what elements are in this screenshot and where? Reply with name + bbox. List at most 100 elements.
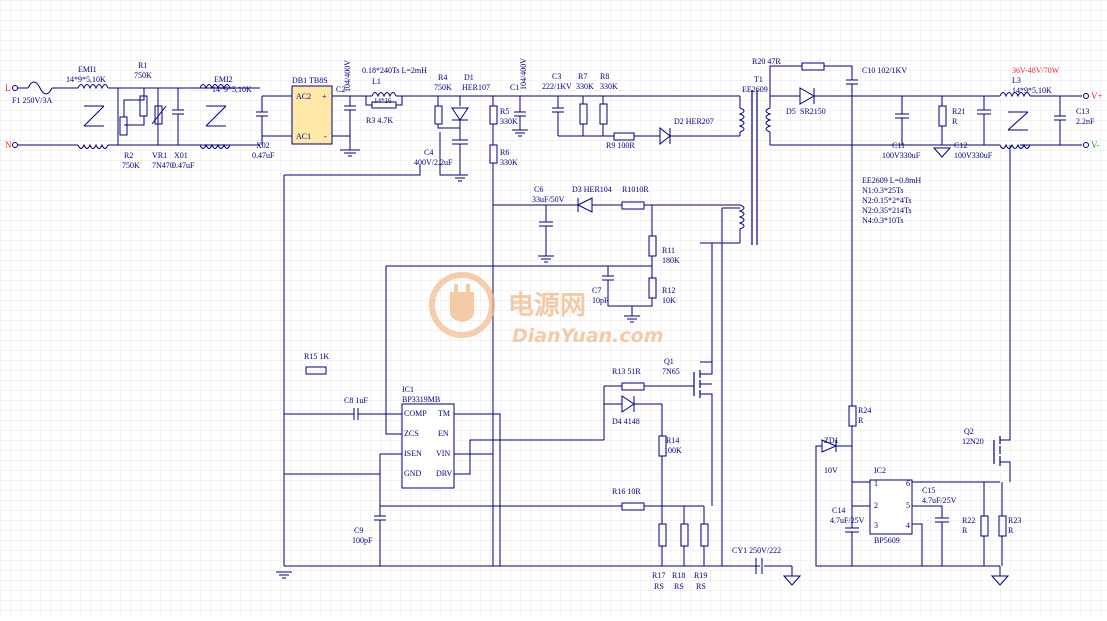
label-pin-drv: DRV (436, 469, 452, 478)
label-xfmr-n4: N4:0.3*10Ts (862, 216, 903, 225)
label-vr1: VR1 (152, 151, 167, 160)
label-r5-value: 330K (500, 117, 518, 126)
label-d4: D4 4148 (612, 417, 640, 426)
label-cy1: CY1 250V/222 (732, 546, 781, 555)
label-r24: R24 (858, 406, 871, 415)
label-vr1-value: 7N470 (152, 161, 174, 170)
label-pin-isen: ISEN (404, 449, 422, 458)
label-c4: C4 (424, 148, 433, 157)
terminal-vplus (1083, 93, 1089, 99)
label-pin-zcs: ZCS (404, 429, 419, 438)
label-xfmr-n3: N2:0.35*214Ts (862, 206, 911, 215)
label-r20: R20 47R (752, 57, 781, 66)
transformer-t1 (700, 62, 1000, 566)
ground (276, 571, 292, 579)
label-xfmr-spec: EE2609 L=0.8mH (862, 176, 921, 185)
label-c1: C1 (510, 83, 519, 92)
label-x01: X01 (174, 151, 188, 160)
label-c1-value: 104/400V (519, 58, 528, 90)
label-ic2: IC2 (874, 466, 886, 475)
varistor-vr1 (154, 105, 163, 125)
label-c13-value: 2.2nF (1076, 117, 1095, 126)
label-r6: R6 (500, 148, 509, 157)
capacitor-x01 (172, 88, 184, 145)
label-ic2-value: BP5609 (874, 536, 900, 545)
label-c13: C13 (1076, 107, 1089, 116)
capacitor-c1 (514, 96, 526, 130)
label-t1: T1 (754, 75, 763, 84)
ground (340, 149, 360, 157)
label-r22: R22 (962, 516, 975, 525)
label-r1: R1 (138, 61, 147, 70)
label-q2: Q2 (964, 427, 974, 436)
label-terminal-n: N (5, 140, 12, 150)
ground (452, 174, 468, 182)
capacitor-cy1 (755, 558, 763, 574)
label-xfmr-n1: N1:0.3*25Ts (862, 186, 903, 195)
label-c2: C2 (336, 85, 345, 94)
diode-d2 (659, 126, 671, 146)
diode-d5 (799, 87, 816, 105)
label-x02-value: 0.47uF (252, 151, 275, 160)
label-c9: C9 (354, 526, 363, 535)
label-c14: C14 (832, 506, 845, 515)
label-c9-value: 100pF (352, 536, 373, 545)
label-r22-value: R (962, 526, 968, 535)
bridge-rectifier-db1 (291, 85, 333, 145)
label-pin-gnd: GND (404, 469, 422, 478)
input-section (12, 81, 350, 149)
label-ic2-pin4: 4 (906, 521, 910, 530)
ic1-chip (401, 403, 455, 489)
label-r11-value: 180K (662, 256, 680, 265)
capacitor-c6 (539, 205, 553, 256)
label-pin-tm: TM (438, 409, 450, 418)
label-d5-value: SR2150 (800, 107, 826, 116)
fuse-f1 (27, 81, 53, 95)
label-ic2-pin2: 2 (874, 501, 878, 510)
label-c15-value: 4.7uF/25V (922, 496, 957, 505)
label-emi2-value: 14*9*5,10K (212, 85, 252, 94)
plug-icon (450, 292, 474, 322)
label-ic2-pin3: 3 (874, 521, 878, 530)
terminal-n (12, 142, 18, 148)
label-q1-value: 7N65 (662, 367, 680, 376)
label-r13: R13 51R (612, 367, 641, 376)
label-r18-value: RS (674, 582, 684, 591)
label-r18: R18 (672, 571, 685, 580)
label-r7-value: 330K (576, 82, 594, 91)
label-r12: R12 (662, 286, 675, 295)
ground-triangle (990, 575, 1010, 586)
label-ac2: AC2 (296, 92, 311, 101)
label-pin-en: EN (438, 429, 449, 438)
ground (624, 315, 640, 323)
label-c12: C12 (954, 141, 967, 150)
label-c2-value: 104/400V (343, 60, 352, 92)
label-xfmr-n2: N2:0.15*2*4Ts (862, 196, 911, 205)
watermark-en: DianYuan.com (512, 325, 664, 347)
label-x02: X02 (256, 141, 270, 150)
label-r19-value: RS (696, 582, 706, 591)
label-terminal-vminus: V- (1091, 140, 1100, 150)
capacitor-c2 (344, 96, 356, 150)
label-c8: C8 1uF (344, 396, 368, 405)
bus-section (340, 92, 740, 566)
secondary-control (815, 96, 1011, 567)
label-output-spec: 36V-48V/70W (1012, 66, 1060, 75)
label-c6-value: 33uF/50V (532, 195, 565, 204)
inductor-l1 (371, 92, 397, 98)
label-r14: R14 (666, 436, 679, 445)
label-db1: DB1 TB8S (292, 76, 328, 85)
ground-triangle (932, 147, 952, 158)
control-section (276, 165, 1010, 586)
label-c11-value: 100V330uF (882, 151, 921, 160)
label-c12-value: 100V330uF (954, 151, 993, 160)
label-r24-value: R (858, 416, 864, 425)
plug-prong-icon (454, 284, 470, 292)
label-ic1-value: BP3319MB (402, 395, 440, 404)
label-l1-value: 0.18*240Ts L=2mH (362, 66, 427, 75)
ground (538, 255, 554, 263)
label-l1-core: 14*16 (374, 97, 392, 105)
watermark-logo-ring (429, 272, 495, 338)
label-pin-comp: COMP (404, 409, 427, 418)
